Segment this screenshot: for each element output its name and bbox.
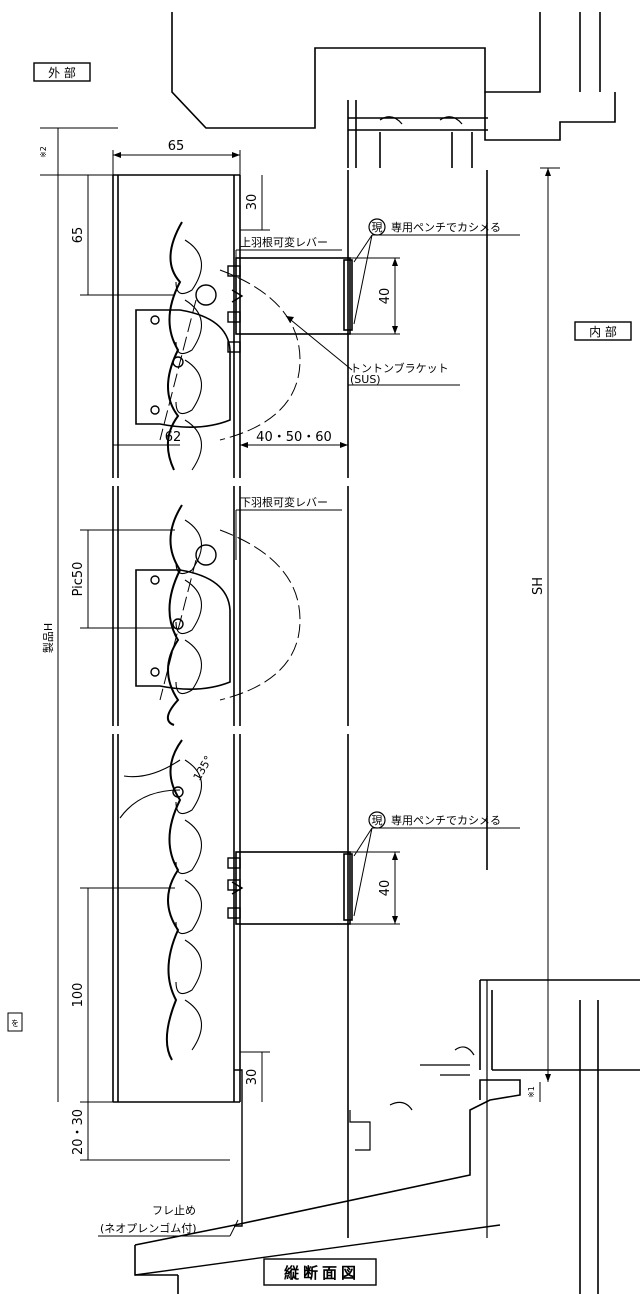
dim-note-1: ※1 xyxy=(527,1086,536,1098)
lever-plate-lower xyxy=(135,569,231,690)
label-lower-lever: 下羽根可変レバー xyxy=(240,495,328,509)
label-rubber: (ネオプレンゴム付) xyxy=(100,1221,197,1235)
dim-width-65: 65 xyxy=(168,139,185,154)
drawing-title: 縦断面図 xyxy=(284,1264,360,1282)
upper-wall xyxy=(171,12,541,129)
lower-frame-right xyxy=(479,979,640,1294)
shake-stop xyxy=(234,1069,243,1227)
gen-mark-top: 現 xyxy=(372,221,383,234)
lower-sill xyxy=(134,1079,521,1246)
dim-pitch: Pic50 xyxy=(71,562,86,597)
label-upper-lever: 上羽根可変レバー xyxy=(240,235,328,249)
label-shake-stop: フレ止め xyxy=(152,1204,196,1217)
dim-bracket-40-bottom: 40 xyxy=(378,880,393,897)
dim-62: 62 xyxy=(165,430,182,445)
dim-note-2: ※2 xyxy=(39,146,48,158)
dim-bottom-gap: 20・30 xyxy=(71,1109,86,1155)
upper-frame-right xyxy=(484,92,616,141)
bracket-top xyxy=(235,257,351,335)
dim-top-30: 30 xyxy=(245,194,260,211)
side-mark: を xyxy=(11,1019,19,1028)
label-bracket-material: (SUS) xyxy=(350,373,381,386)
pliers-note-top: 専用ペンチでカシメる xyxy=(391,221,501,234)
dim-bottom-30: 30 xyxy=(245,1069,260,1086)
gen-mark-bottom: 現 xyxy=(372,814,383,827)
dim-offset: 40・50・60 xyxy=(256,430,332,445)
dim-sh: SH xyxy=(531,577,546,595)
label-exterior: 外 部 xyxy=(48,65,76,80)
dim-bottom-100: 100 xyxy=(71,983,86,1008)
dim-product-h: 製品H xyxy=(41,623,55,653)
upper-sash xyxy=(347,100,488,168)
dim-bracket-40-top: 40 xyxy=(378,288,393,305)
dim-left-65: 65 xyxy=(71,227,86,244)
bracket-bottom xyxy=(235,851,351,925)
label-interior: 内 部 xyxy=(589,324,617,339)
label-bracket: トントンブラケット xyxy=(350,361,449,375)
dim-angle: 135° xyxy=(191,754,216,783)
pliers-note-bottom: 専用ペンチでカシメる xyxy=(391,814,501,827)
lever-plate-upper xyxy=(135,309,231,428)
